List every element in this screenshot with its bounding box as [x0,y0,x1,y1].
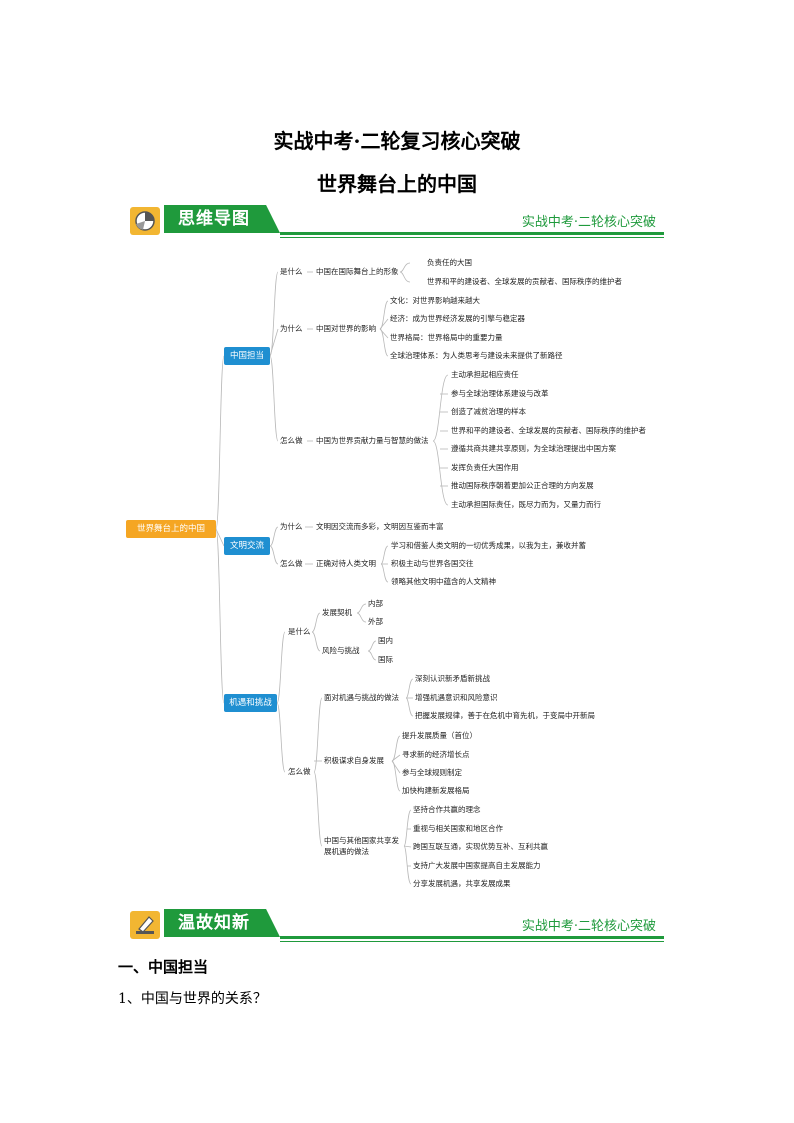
b1-why-item: 文化：对世界影响越来越大 [390,296,480,305]
b3-face-topic: 面对机遇与挑战的做法 [324,693,399,702]
b3-share-item: 重视与相关国家和地区合作 [413,824,503,833]
b3-face-item: 深刻认识新矛盾新挑战 [415,674,490,683]
b1-how-item: 参与全球治理体系建设与改革 [451,389,549,398]
b2-why-question: 为什么 [280,522,303,531]
branch-china-responsibility: 中国担当 [224,347,270,365]
document-subtitle: 世界舞台上的中国 [317,172,477,196]
b3-risk-topic: 风险与挑战 [322,646,360,655]
b3-active-item: 参与全球规则制定 [402,768,462,777]
b1-how-topic: 中国为世界贡献力量与智慧的做法 [316,436,429,445]
b2-how-item: 领略其他文明中蕴含的人文精神 [391,577,496,586]
b1-how-item: 发挥负责任大国作用 [451,463,519,472]
b2-how-item: 积极主动与世界各国交往 [391,559,474,568]
b3-active-item: 寻求新的经济增长点 [402,750,470,759]
banner-rule-thin [280,941,664,942]
b3-opportunity-topic: 发展契机 [322,608,352,617]
b3-share-item: 跨国互联互通，实现优势互补、互利共赢 [413,842,548,851]
branch-opportunities-challenges: 机遇和挑战 [224,694,277,712]
b1-how-item: 遵循共商共建共享原则，为全球治理提出中国方案 [451,444,616,453]
b3-share-topic-line1: 中国与其他国家共享发 [324,836,399,845]
b1-why-item: 世界格局：世界格局中的重要力量 [390,333,503,342]
b1-how-item: 世界和平的建设者、全球发展的贡献者、国际秩序的维护者 [451,426,646,435]
banner-tab-mindmap: 思维导图 [164,205,280,233]
b2-how-item: 学习和借鉴人类文明的一切优秀成果，以我为主，兼收并蓄 [391,541,586,550]
b3-what-question: 是什么 [288,627,311,636]
branch-civilization-exchange: 文明交流 [224,537,270,555]
b1-how-question: 怎么做 [280,436,303,445]
review-banner: 温故知新 实战中考·二轮核心突破 [130,907,664,945]
b2-why-text: 文明因交流而多彩，文明因互鉴而丰富 [316,522,444,531]
banner-series-label: 实战中考·二轮核心突破 [521,919,656,934]
b1-what-topic: 中国在国际舞台上的形象 [316,267,399,276]
b3-active-item: 提升发展质量（首位） [402,731,477,740]
b3-share-topic-line2: 展机遇的做法 [324,847,369,856]
b3-opportunity-item: 内部 [368,599,383,608]
b1-how-item: 创造了减贫治理的样本 [451,407,526,416]
b3-share-item: 坚持合作共赢的理念 [413,805,481,814]
b1-why-question: 为什么 [280,324,303,333]
question-text: 1、中国与世界的关系？ [118,991,267,1007]
b1-what-item: 世界和平的建设者、全球发展的贡献者、国际秩序的维护者 [427,277,622,286]
b3-share-item: 支持广大发展中国家提高自主发展能力 [413,861,541,870]
mindmap-root: 世界舞台上的中国 [126,520,216,538]
b3-opportunity-item: 外部 [368,617,383,626]
b1-why-item: 经济：成为世界经济发展的引擎与稳定器 [390,314,525,323]
b1-what-item: 负责任的大国 [427,258,472,267]
b1-what-question: 是什么 [280,267,303,276]
banner-rule-thin [280,237,664,238]
banner-series-label: 实战中考·二轮核心突破 [521,215,656,230]
b3-active-topic: 积极谋求自身发展 [324,756,384,765]
pie-chart-icon [130,207,160,235]
banner-rule [280,232,664,235]
b1-why-item: 全球治理体系：为人类思考与建设未来提供了新路径 [390,351,563,360]
b3-active-item: 加快构建新发展格局 [402,786,470,795]
b1-how-item: 主动承担起相应责任 [451,370,519,379]
mindmap-banner: 思维导图 实战中考·二轮核心突破 [130,203,664,241]
b2-how-topic: 正确对待人类文明 [316,559,376,568]
banner-tab-review: 温故知新 [164,909,280,937]
b3-share-item: 分享发展机遇，共享发展成果 [413,879,511,888]
banner-rule [280,936,664,939]
pencil-icon [130,911,160,939]
b3-risk-item: 国际 [378,655,393,664]
b1-why-topic: 中国对世界的影响 [316,324,376,333]
section-heading: 一、中国担当 [118,958,209,976]
b3-how-question: 怎么做 [288,767,311,776]
document-title: 实战中考·二轮复习核心突破 [273,129,521,153]
b2-how-question: 怎么做 [280,559,303,568]
b3-face-item: 增强机遇意识和风险意识 [415,693,498,702]
b1-how-item: 主动承担国际责任，既尽力而为，又量力而行 [451,500,601,509]
b3-risk-item: 国内 [378,636,393,645]
b1-how-item: 推动国际秩序朝着更加公正合理的方向发展 [451,481,594,490]
b3-face-item: 把握发展规律，善于在危机中育先机，于变局中开新局 [415,711,595,720]
